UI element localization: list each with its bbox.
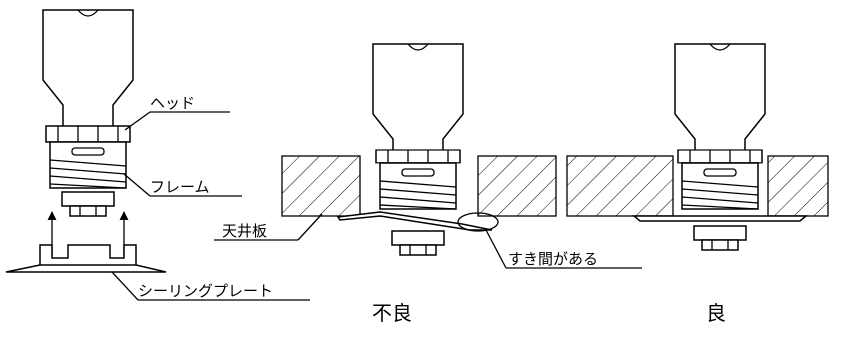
bad-installation-view xyxy=(214,43,642,269)
frame-label: フレーム xyxy=(150,178,210,196)
exploded-view xyxy=(5,9,310,301)
bad-caption: 不良 xyxy=(372,301,412,325)
good-installation-view xyxy=(566,43,829,251)
good-caption: 良 xyxy=(706,301,726,325)
sealing-plate-shape xyxy=(5,244,167,273)
head-label: ヘッド xyxy=(150,94,195,112)
sealing-plate-label: シーリングプレート xyxy=(138,282,273,300)
ceiling-board-label: 天井板 xyxy=(222,222,267,240)
gap-label: すき間がある xyxy=(508,250,598,268)
